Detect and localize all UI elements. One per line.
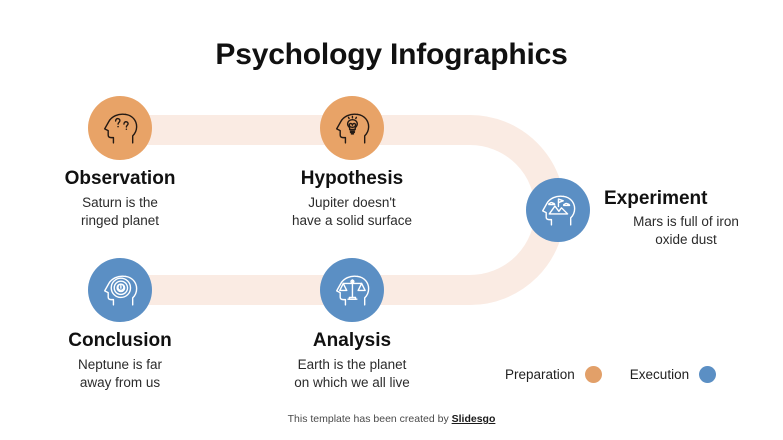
hypothesis-description: Jupiter doesn't have a solid surface — [291, 195, 413, 228]
experiment-title: Experiment — [604, 188, 708, 209]
experiment-description: Mars is full of iron oxide dust — [633, 214, 739, 247]
slidesgo-link[interactable]: Slidesgo — [451, 413, 496, 425]
conclusion-description: Neptune is far away from us — [77, 357, 163, 390]
analysis-title: Analysis — [312, 330, 392, 351]
head-scales-icon — [335, 275, 370, 306]
observation-circle[interactable] — [88, 96, 152, 160]
legend-label-execution: Execution — [629, 367, 690, 382]
legend-dot-execution — [699, 366, 717, 383]
hypothesis-circle[interactable] — [320, 96, 384, 160]
conclusion-circle[interactable] — [88, 258, 152, 322]
hypothesis-title: Hypothesis — [300, 168, 404, 189]
experiment-circle[interactable] — [526, 178, 590, 242]
observation-description: Saturn is the ringed planet — [80, 195, 160, 228]
footer-credit: This template has been created by Slides… — [0, 413, 783, 425]
head-mountain-flag-icon — [541, 195, 576, 226]
analysis-circle[interactable] — [320, 258, 384, 322]
head-power-button-icon — [103, 275, 138, 306]
legend-item-preparation[interactable]: Preparation — [505, 366, 602, 383]
legend-label-preparation: Preparation — [505, 367, 575, 382]
conclusion-title: Conclusion — [68, 330, 172, 351]
head-lightbulb-icon — [335, 113, 370, 144]
legend-dot-preparation — [584, 366, 602, 383]
observation-title: Observation — [64, 168, 176, 189]
footer-credit-text: This template has been created by — [287, 413, 452, 425]
head-question-marks-icon — [103, 113, 138, 144]
page-title: Psychology Infographics — [215, 38, 568, 71]
legend-item-execution[interactable]: Execution — [629, 366, 717, 383]
analysis-description: Earth is the planet on which we all live — [294, 357, 410, 390]
legend: Preparation Execution — [505, 366, 717, 383]
